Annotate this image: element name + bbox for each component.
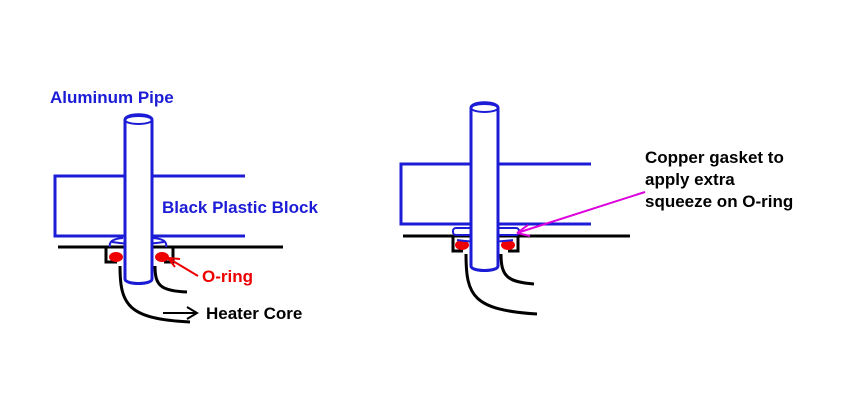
right-pipe-top	[470, 103, 499, 113]
right-recess	[451, 236, 520, 253]
left-o-ring-right	[155, 252, 169, 262]
left-o-ring-left	[109, 252, 123, 262]
label-copper-gasket-line-1: Copper gasket to	[645, 148, 784, 167]
label-aluminum-pipe: Aluminum Pipe	[50, 88, 174, 107]
left-heater-core-tube	[118, 265, 191, 324]
left-heater-core-arrow	[163, 306, 199, 320]
left-pipe-top	[124, 115, 153, 125]
right-o-ring-left	[455, 240, 469, 250]
right-o-ring-right	[501, 240, 515, 250]
left-assembly	[53, 113, 283, 324]
label-copper-gasket-line-3: squeeze on O-ring	[645, 192, 793, 211]
label-heater-core: Heater Core	[206, 304, 302, 323]
copper-gasket-pointer	[516, 191, 646, 237]
label-black-plastic-block: Black Plastic Block	[162, 198, 318, 217]
left-o-ring-pointer	[167, 257, 199, 277]
label-o-ring: O-ring	[202, 267, 253, 286]
right-aluminum-pipe	[469, 101, 500, 272]
right-assembly	[399, 101, 646, 316]
label-copper-gasket-line-2: apply extra	[645, 170, 735, 189]
right-heater-core-tube	[464, 253, 538, 316]
left-aluminum-pipe	[123, 113, 154, 285]
